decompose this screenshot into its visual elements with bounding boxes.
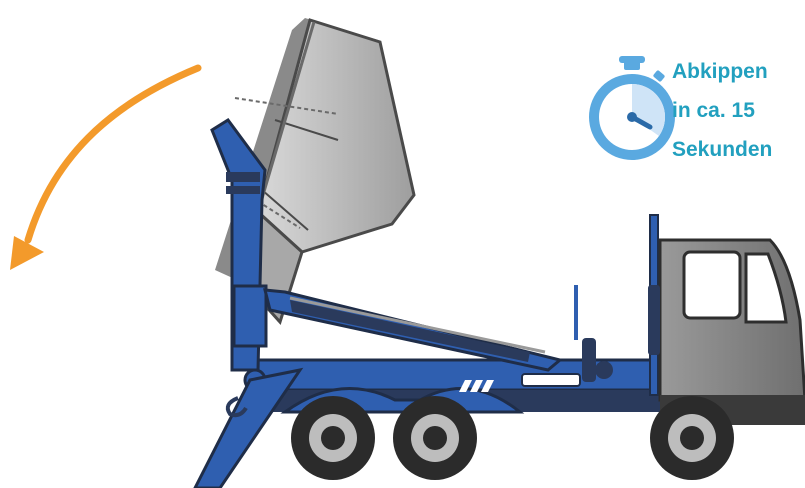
caption-line-3: Sekunden — [672, 130, 805, 169]
stopwatch-icon — [589, 56, 675, 160]
caption-line-1: Abkippen — [672, 52, 805, 91]
tipping-time-caption: Abkippen in ca. 15 Sekunden — [672, 52, 805, 169]
caption-line-2: in ca. 15 — [672, 91, 805, 130]
truck-cab — [648, 240, 805, 425]
rotation-arrow-icon — [10, 68, 198, 270]
